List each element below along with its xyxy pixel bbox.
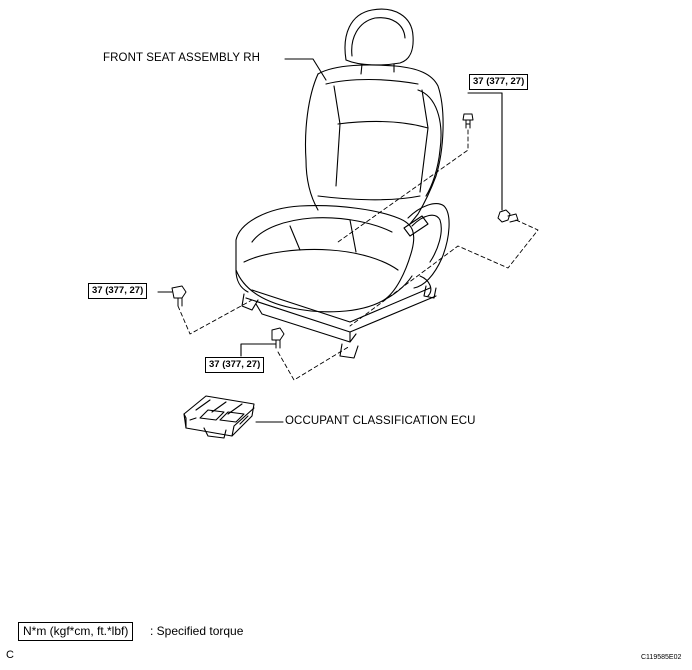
legend-unit-box: N*m (kgf*cm, ft.*lbf)	[18, 622, 134, 641]
bolt-icon	[171, 113, 519, 349]
seat-assembly-label: FRONT SEAT ASSEMBLY RH	[103, 52, 261, 64]
torque-spec-left: 37 (377, 27)	[88, 283, 148, 299]
torque-spec-bottom: 37 (377, 27)	[205, 357, 265, 373]
figure-code: C119585E02	[641, 654, 682, 661]
seat-assembly-drawing	[235, 8, 450, 359]
ecu-label: OCCUPANT CLASSIFICATION ECU	[285, 415, 476, 427]
torque-spec-top-right: 37 (377, 27)	[469, 74, 529, 90]
corner-letter: C	[6, 649, 14, 661]
ecu-module-drawing	[183, 395, 255, 439]
legend-description: : Specified torque	[150, 624, 244, 638]
